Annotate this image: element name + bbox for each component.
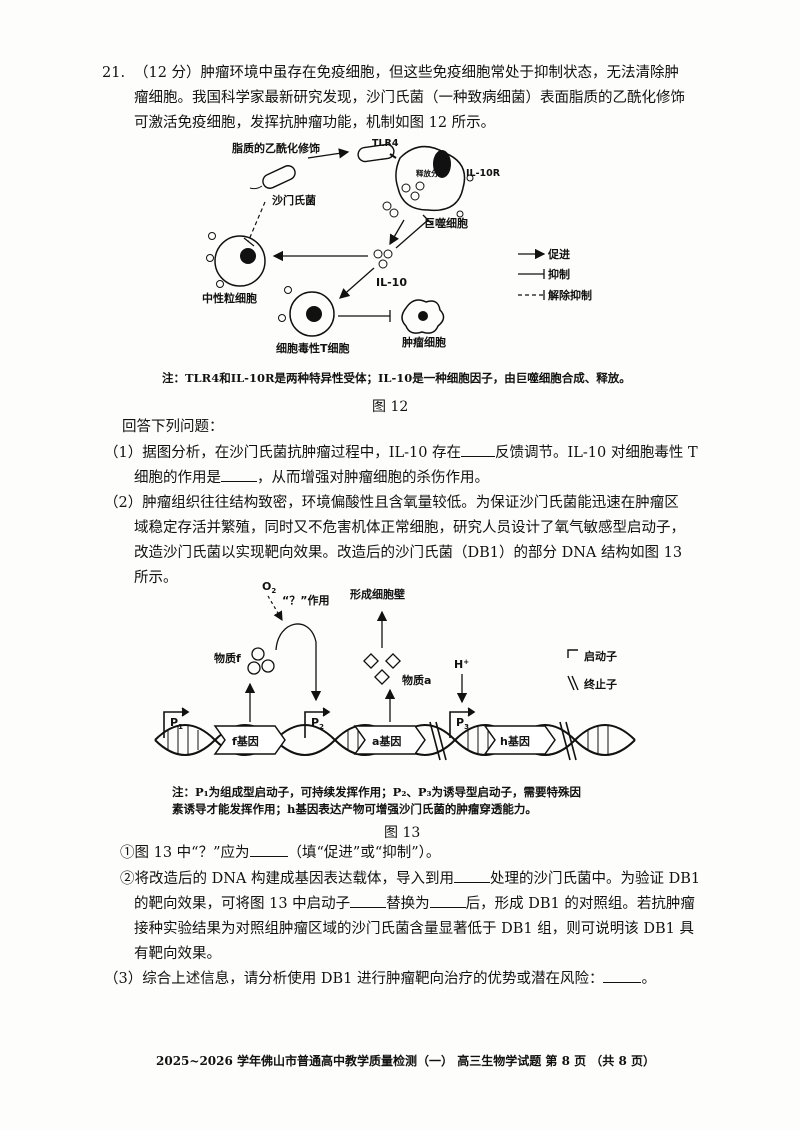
substance-a-icon bbox=[363, 653, 401, 685]
intro-line-1: （12 分）肿瘤环境中虽存在免疫细胞，但这些免疫细胞常处于抑制状态，无法清除肿 bbox=[134, 65, 680, 81]
q2-line-1: （2）肿瘤组织往往结构致密，环境偏酸性且含氧量较低。为保证沙门氏菌能迅速在肿瘤区 bbox=[104, 495, 679, 511]
salmonella-icon bbox=[249, 165, 296, 190]
q1-line-2-b: ，从而增强对肿瘤细胞的杀伤作用。 bbox=[257, 470, 489, 486]
terminator-icons bbox=[429, 721, 577, 761]
label-acetyl: 脂质的乙酰化修饰 bbox=[231, 141, 320, 155]
fig12-legend: 促进 抑制 解除抑制 bbox=[518, 247, 592, 302]
page-footer: 2025~2026 学年佛山市普通高中教学质量检测（一） 高三生物学试题 第 8… bbox=[156, 1054, 655, 1068]
q2-sub-1: ①图 13 中“？”应为 （填“促进”或“抑制”）。 bbox=[120, 840, 440, 866]
q3-text: （3）综合上述信息，请分析使用 DB1 进行肿瘤靶向治疗的优势或潜在风险： bbox=[104, 971, 604, 987]
tumor-cell-icon bbox=[401, 299, 445, 334]
fig12-caption: 图 12 bbox=[372, 399, 409, 415]
label-il10: IL-10 bbox=[376, 276, 407, 289]
promoter-p3-icon bbox=[449, 707, 476, 738]
q2-sub-2-line-3: 接种实验结果为对照组肿瘤区域的沙门氏菌含量显著低于 DB1 组，则可说明该 DB… bbox=[134, 921, 694, 937]
il10-molecules-icon bbox=[373, 249, 393, 269]
h-gene-box: h基因 bbox=[483, 725, 556, 755]
fig13-note-1: 注：P₁为组成型启动子，可持续发挥作用；P₂、P₃为诱导型启动子，需要特殊因 bbox=[172, 785, 582, 799]
q2-line-4: 所示。 bbox=[134, 570, 178, 586]
q2-sub-2c: 的靶向效果，可将图 13 中启动子 bbox=[134, 896, 351, 912]
salmonella-bound-icon bbox=[357, 143, 395, 163]
label-secrete: 释放分泌 bbox=[416, 168, 446, 178]
answer-prompt: 回答下列问题： bbox=[122, 419, 224, 435]
effect-label: “？”作用 bbox=[282, 593, 329, 607]
q2-blank-4[interactable] bbox=[429, 892, 466, 908]
figure-13-diagram: f基因 a基因 h基因 P1 P2 P3 物质f O2 “？”作用 物质a bbox=[154, 580, 636, 761]
q2-sub-2-line-1: ②将改造后的 DNA 构建成基因表达载体，导入到用 处理的沙门氏菌中。为验证 DB… bbox=[120, 866, 700, 892]
q2-sub-1-a: ①图 13 中“？”应为 bbox=[120, 845, 250, 861]
macrophage-icon bbox=[389, 145, 466, 212]
legend-promote: 促进 bbox=[547, 247, 570, 261]
h-gene-label: h基因 bbox=[500, 734, 530, 748]
q1-blank-1[interactable] bbox=[461, 441, 496, 457]
q2-sub-2a: ②将改造后的 DNA 构建成基因表达载体，导入到用 bbox=[120, 871, 455, 887]
figure-12-diagram: 脂质的乙酰化修饰 沙门氏菌 TLR4 IL-10R 释放分泌 巨噬细胞 中性粒细… bbox=[202, 138, 592, 355]
p2-label: P2 bbox=[311, 716, 324, 731]
q2-blank-1[interactable] bbox=[249, 841, 288, 857]
h-plus-label: H+ bbox=[454, 658, 469, 671]
intro-line-2: 瘤细胞。我国科学家最新研究发现，沙门氏菌（一种致病细菌）表面脂质的乙酰化修饰 bbox=[134, 90, 685, 106]
q1-line-2-a: 细胞的作用是 bbox=[134, 470, 221, 486]
promoter-p1-icon bbox=[163, 707, 190, 738]
substance-a-label: 物质a bbox=[402, 673, 431, 687]
q1-line-2: 细胞的作用是 ，从而增强对肿瘤细胞的杀伤作用。 bbox=[134, 465, 489, 491]
q3-line: （3）综合上述信息，请分析使用 DB1 进行肿瘤靶向治疗的优势或潜在风险： 。 bbox=[104, 966, 656, 992]
substance-f-icon bbox=[247, 647, 275, 675]
p1-label: P1 bbox=[170, 716, 183, 731]
label-salmonella: 沙门氏菌 bbox=[272, 193, 316, 207]
q2-sub-2-line-4: 有靶向效果。 bbox=[134, 946, 221, 962]
o2-label: O2 bbox=[262, 580, 276, 595]
q2-sub-2d: 替换为 bbox=[386, 896, 430, 912]
q2-sub-1-b: （填“促进”或“抑制”）。 bbox=[287, 845, 441, 861]
fig13-caption: 图 13 bbox=[384, 825, 421, 841]
cytotoxic-t-cell-icon bbox=[278, 286, 335, 337]
q2-sub-2b: 处理的沙门氏菌中。为验证 DB1 bbox=[490, 871, 701, 887]
f-gene-box: f基因 bbox=[213, 725, 286, 755]
q3-blank[interactable] bbox=[603, 967, 642, 983]
q1-blank-2[interactable] bbox=[221, 466, 257, 482]
q2-sub-2e: 后，形成 DB1 的对照组。若抗肿瘤 bbox=[465, 896, 695, 912]
a-gene-label: a基因 bbox=[372, 734, 401, 748]
legend-release: 解除抑制 bbox=[548, 288, 592, 302]
wall-label: 形成细胞壁 bbox=[350, 587, 405, 601]
fig12-note: 注：TLR4和IL-10R是两种特异性受体；IL-10是一种细胞因子，由巨噬细胞… bbox=[162, 371, 631, 385]
intro-line-3: 可激活免疫细胞，发挥抗肿瘤功能，机制如图 12 所示。 bbox=[134, 115, 496, 131]
label-tumor: 肿瘤细胞 bbox=[402, 335, 446, 349]
label-neutrophil: 中性粒细胞 bbox=[202, 291, 257, 305]
q2-line-2: 域稳定存活并繁殖，同时又不危害机体正常细胞，研究人员设计了氧气敏感型启动子， bbox=[134, 520, 685, 536]
fig13-note-2: 素诱导才能发挥作用；h基因表达产物可增强沙门氏菌的肿瘤穿透能力。 bbox=[172, 802, 537, 816]
q2-line-3: 改造沙门氏菌以实现靶向效果。改造后的沙门氏菌（DB1）的部分 DNA 结构如图 … bbox=[134, 545, 683, 561]
p3-label: P3 bbox=[456, 716, 469, 731]
question-number: 21. bbox=[102, 65, 126, 81]
q1-line-1-a: （1）据图分析，在沙门氏菌抗肿瘤过程中，IL-10 存在 bbox=[104, 445, 462, 461]
q1-line-1: （1）据图分析，在沙门氏菌抗肿瘤过程中，IL-10 存在 反馈调节。IL-10 对… bbox=[104, 440, 698, 466]
q2-sub-2-line-2: 的靶向效果，可将图 13 中启动子 替换为 后，形成 DB1 的对照组。若抗肿瘤 bbox=[134, 891, 695, 917]
label-tlr4: TLR4 bbox=[372, 138, 399, 149]
substance-f-label: 物质f bbox=[214, 651, 241, 665]
q3-end: 。 bbox=[641, 971, 656, 987]
legend-terminator: 终止子 bbox=[584, 677, 617, 691]
legend-inhibit: 抑制 bbox=[548, 267, 570, 281]
legend-promoter: 启动子 bbox=[584, 649, 617, 663]
q1-line-1-b: 反馈调节。IL-10 对细胞毒性 T bbox=[495, 445, 698, 461]
promoter-p2-icon bbox=[304, 707, 331, 738]
label-ctl: 细胞毒性T细胞 bbox=[276, 341, 350, 355]
fig13-legend bbox=[567, 649, 579, 691]
label-il10r: IL-10R bbox=[466, 168, 501, 179]
neutrophil-icon bbox=[206, 232, 266, 288]
label-macrophage: 巨噬细胞 bbox=[424, 216, 468, 230]
q2-blank-3[interactable] bbox=[350, 892, 387, 908]
f-gene-label: f基因 bbox=[232, 734, 259, 748]
q2-blank-2[interactable] bbox=[454, 867, 491, 883]
a-gene-box: a基因 bbox=[353, 725, 426, 755]
